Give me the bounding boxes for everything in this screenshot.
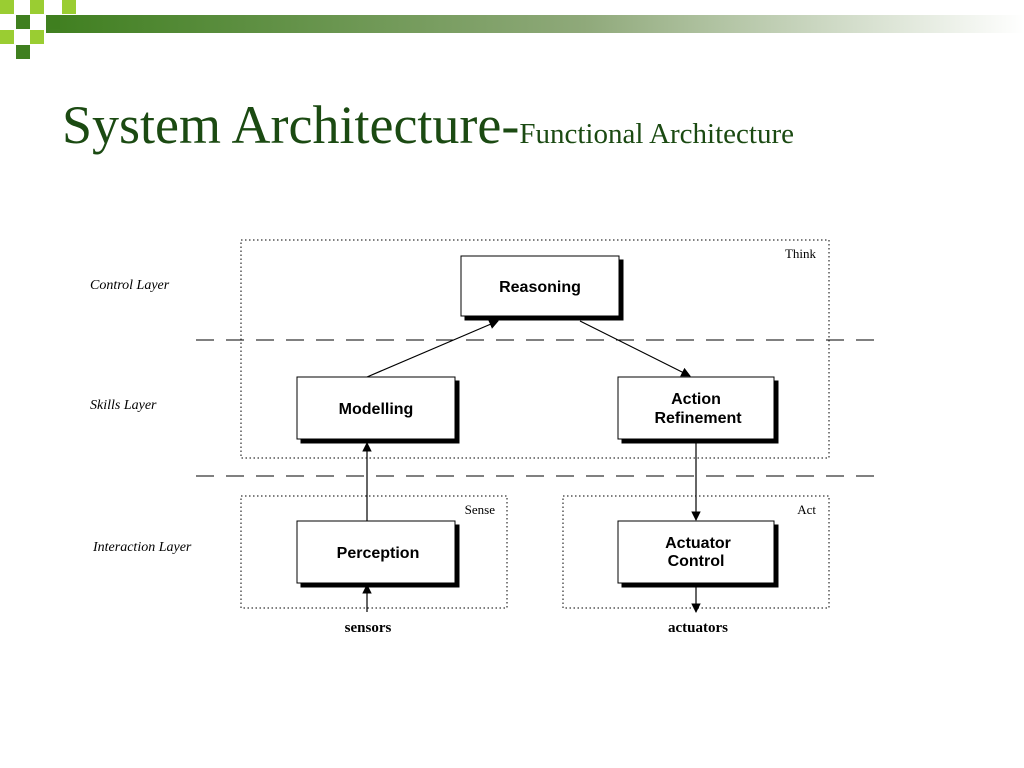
- reasoning-to-action-refinement-arrow: [579, 320, 691, 377]
- think-region: [240, 239, 830, 459]
- modelling-box: Modelling: [296, 376, 456, 440]
- sense-region-label: Sense: [465, 502, 496, 517]
- act-region-label: Act: [797, 502, 816, 517]
- reasoning-box: Reasoning: [460, 255, 620, 317]
- reasoning-label: Reasoning: [499, 279, 581, 296]
- modelling-label: Modelling: [339, 401, 414, 418]
- actuator-control-label-line1: Actuator: [665, 535, 731, 552]
- header-squares: [0, 0, 76, 59]
- slide-title-sub: Functional Architecture: [519, 118, 794, 150]
- interaction-layer-label: Interaction Layer: [92, 540, 192, 555]
- sensors-label: sensors: [345, 620, 392, 636]
- skills-layer-label: Skills Layer: [90, 398, 157, 413]
- think-region-label: Think: [785, 246, 817, 261]
- actuator-control-label-line2: Control: [668, 553, 725, 570]
- perception-box: Perception: [296, 520, 456, 584]
- modelling-to-reasoning-arrow: [366, 319, 499, 378]
- sense-region: [240, 495, 508, 609]
- actuators-label: actuators: [668, 620, 728, 636]
- slide-title: System Architecture-Functional Architect…: [62, 98, 794, 152]
- slide-title-main: System Architecture-: [62, 95, 520, 155]
- header-decoration: [0, 0, 1024, 59]
- action-refinement-label-line1: Action: [671, 391, 721, 408]
- action-refinement-label-line2: Refinement: [654, 410, 742, 427]
- control-layer-label: Control Layer: [90, 278, 170, 293]
- actuator-control-box: Actuator Control: [617, 520, 775, 584]
- header-gradient-bar: [46, 15, 1024, 33]
- perception-label: Perception: [337, 545, 420, 562]
- action-refinement-box: Action Refinement: [617, 376, 775, 440]
